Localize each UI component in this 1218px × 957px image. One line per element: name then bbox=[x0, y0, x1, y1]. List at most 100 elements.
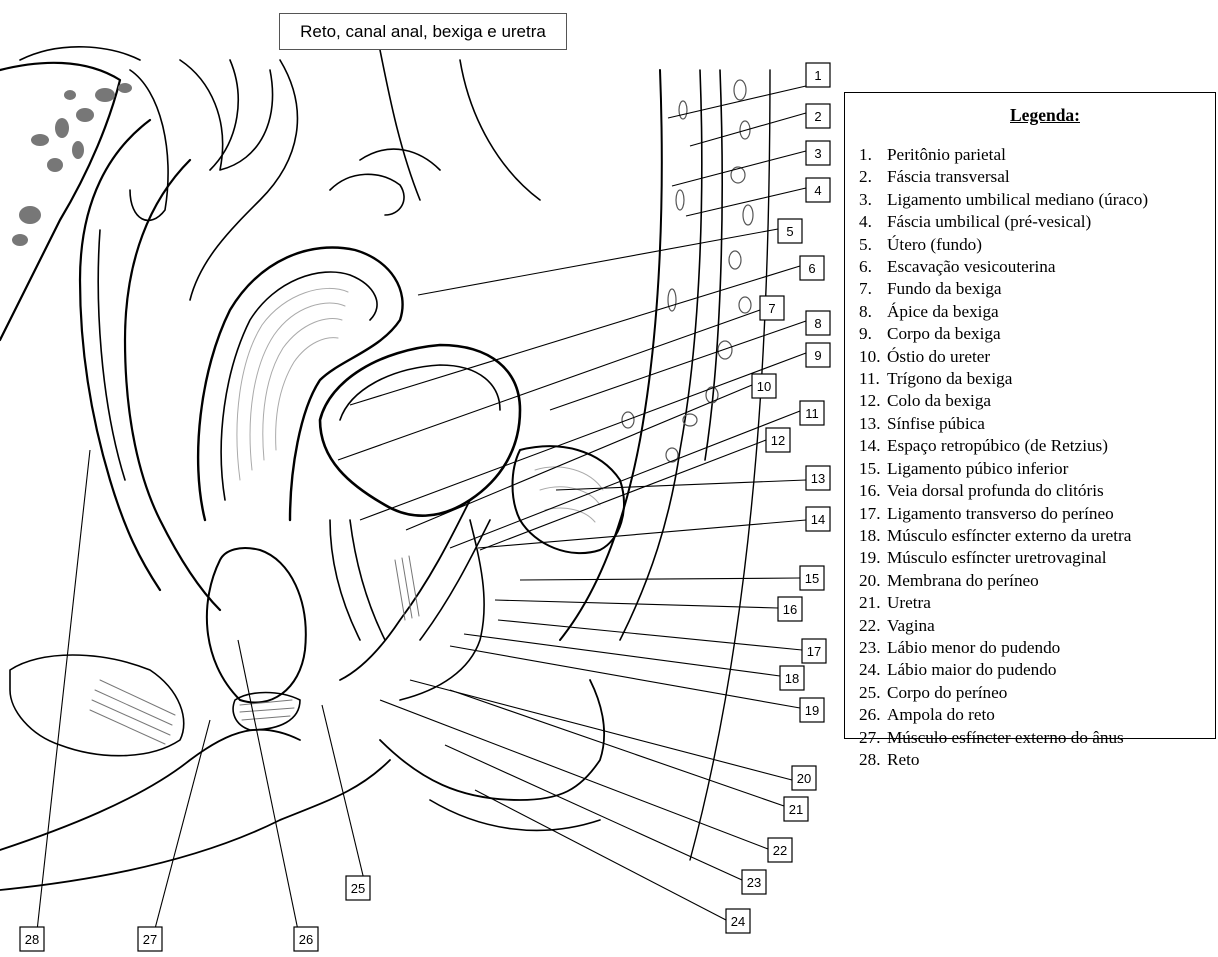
legend-item: 26.Ampola do reto bbox=[859, 704, 1215, 726]
legend-item: 16.Veia dorsal profunda do clitóris bbox=[859, 480, 1215, 502]
legend-item: 22.Vagina bbox=[859, 615, 1215, 637]
legend-item: 17.Ligamento transverso do períneo bbox=[859, 503, 1215, 525]
callout-number: 27 bbox=[143, 932, 157, 947]
legend-item: 24.Lábio maior do pudendo bbox=[859, 659, 1215, 681]
legend-item-number: 27. bbox=[859, 727, 887, 749]
legend-item-text: Músculo esfíncter uretrovaginal bbox=[887, 547, 1215, 569]
legend-item-number: 9. bbox=[859, 323, 887, 345]
legend-item: 11.Trígono da bexiga bbox=[859, 368, 1215, 390]
legend-item-text: Espaço retropúbico (de Retzius) bbox=[887, 435, 1215, 457]
legend-item-text: Colo da bexiga bbox=[887, 390, 1215, 412]
legend-item-number: 22. bbox=[859, 615, 887, 637]
callout-number: 23 bbox=[747, 875, 761, 890]
legend-item-text: Fundo da bexiga bbox=[887, 278, 1215, 300]
legend-item-number: 20. bbox=[859, 570, 887, 592]
callout-number: 11 bbox=[805, 406, 819, 421]
legend-item-number: 10. bbox=[859, 346, 887, 368]
legend-item: 8.Ápice da bexiga bbox=[859, 301, 1215, 323]
callout-number: 21 bbox=[789, 802, 803, 817]
legend-item-number: 17. bbox=[859, 503, 887, 525]
legend-item-number: 21. bbox=[859, 592, 887, 614]
legend-item: 9.Corpo da bexiga bbox=[859, 323, 1215, 345]
legend-item: 14.Espaço retropúbico (de Retzius) bbox=[859, 435, 1215, 457]
legend-item-number: 11. bbox=[859, 368, 887, 390]
callout-number: 26 bbox=[299, 932, 313, 947]
legend-item-text: Músculo esfíncter externo da uretra bbox=[887, 525, 1215, 547]
legend-item-text: Ápice da bexiga bbox=[887, 301, 1215, 323]
callout-number: 16 bbox=[783, 602, 797, 617]
callout-number: 13 bbox=[811, 471, 825, 486]
callout-number: 10 bbox=[757, 379, 771, 394]
legend-item-number: 3. bbox=[859, 189, 887, 211]
legend-item-number: 4. bbox=[859, 211, 887, 233]
legend-item-text: Uretra bbox=[887, 592, 1215, 614]
legend-item-number: 23. bbox=[859, 637, 887, 659]
legend-item-number: 12. bbox=[859, 390, 887, 412]
legend-item-text: Ampola do reto bbox=[887, 704, 1215, 726]
legend-item-number: 16. bbox=[859, 480, 887, 502]
legend-item-number: 24. bbox=[859, 659, 887, 681]
legend-item: 6.Escavação vesicouterina bbox=[859, 256, 1215, 278]
legend-item-number: 14. bbox=[859, 435, 887, 457]
legend-item-text: Fáscia umbilical (pré-vesical) bbox=[887, 211, 1215, 233]
callout-number: 24 bbox=[731, 914, 745, 929]
callout-number: 20 bbox=[797, 771, 811, 786]
legend-item-text: Reto bbox=[887, 749, 1215, 771]
callout-number: 8 bbox=[814, 316, 821, 331]
legend-item-text: Sínfise púbica bbox=[887, 413, 1215, 435]
legend-heading: Legenda: bbox=[845, 105, 1215, 126]
callout-number: 18 bbox=[785, 671, 799, 686]
legend-item: 20.Membrana do períneo bbox=[859, 570, 1215, 592]
legend-item-text: Trígono da bexiga bbox=[887, 368, 1215, 390]
legend-item-number: 18. bbox=[859, 525, 887, 547]
legend-item-text: Corpo do períneo bbox=[887, 682, 1215, 704]
legend-item-number: 19. bbox=[859, 547, 887, 569]
legend-item-number: 8. bbox=[859, 301, 887, 323]
callout-number: 14 bbox=[811, 512, 825, 527]
legend-item-number: 15. bbox=[859, 458, 887, 480]
legend-item-text: Corpo da bexiga bbox=[887, 323, 1215, 345]
callout-number: 25 bbox=[351, 881, 365, 896]
legend-item: 7.Fundo da bexiga bbox=[859, 278, 1215, 300]
legend-item: 4.Fáscia umbilical (pré-vesical) bbox=[859, 211, 1215, 233]
legend-item-number: 28. bbox=[859, 749, 887, 771]
callout-number: 19 bbox=[805, 703, 819, 718]
legend-item: 28.Reto bbox=[859, 749, 1215, 771]
legend-item-text: Lábio menor do pudendo bbox=[887, 637, 1215, 659]
legend-item: 3.Ligamento umbilical mediano (úraco) bbox=[859, 189, 1215, 211]
legend-item-text: Vagina bbox=[887, 615, 1215, 637]
callout-number: 5 bbox=[786, 224, 793, 239]
legend-item-text: Membrana do períneo bbox=[887, 570, 1215, 592]
legend-item-text: Ligamento púbico inferior bbox=[887, 458, 1215, 480]
legend-item: 1.Peritônio parietal bbox=[859, 144, 1215, 166]
legend-item-text: Óstio do ureter bbox=[887, 346, 1215, 368]
callout-number: 1 bbox=[814, 68, 821, 83]
legend-item-number: 26. bbox=[859, 704, 887, 726]
legend-item: 18.Músculo esfíncter externo da uretra bbox=[859, 525, 1215, 547]
legend-item-number: 1. bbox=[859, 144, 887, 166]
legend-item-text: Fáscia transversal bbox=[887, 166, 1215, 188]
legend-item: 25.Corpo do períneo bbox=[859, 682, 1215, 704]
legend-item-text: Ligamento umbilical mediano (úraco) bbox=[887, 189, 1215, 211]
callout-number: 12 bbox=[771, 433, 785, 448]
callout-number: 9 bbox=[814, 348, 821, 363]
legend-item: 19.Músculo esfíncter uretrovaginal bbox=[859, 547, 1215, 569]
legend-item-text: Útero (fundo) bbox=[887, 234, 1215, 256]
legend-item-text: Peritônio parietal bbox=[887, 144, 1215, 166]
legend-item-number: 25. bbox=[859, 682, 887, 704]
legend-item: 13.Sínfise púbica bbox=[859, 413, 1215, 435]
callout-number: 3 bbox=[814, 146, 821, 161]
callout-number: 22 bbox=[773, 843, 787, 858]
callout-number: 7 bbox=[768, 301, 775, 316]
callout-number: 6 bbox=[808, 261, 815, 276]
legend-item-text: Ligamento transverso do períneo bbox=[887, 503, 1215, 525]
legend-item-text: Músculo esfíncter externo do ânus bbox=[887, 727, 1215, 749]
legend-item-text: Lábio maior do pudendo bbox=[887, 659, 1215, 681]
legend-item: 15.Ligamento púbico inferior bbox=[859, 458, 1215, 480]
legend-item-number: 13. bbox=[859, 413, 887, 435]
legend-item: 21.Uretra bbox=[859, 592, 1215, 614]
legend-item-number: 7. bbox=[859, 278, 887, 300]
legend-item-text: Escavação vesicouterina bbox=[887, 256, 1215, 278]
